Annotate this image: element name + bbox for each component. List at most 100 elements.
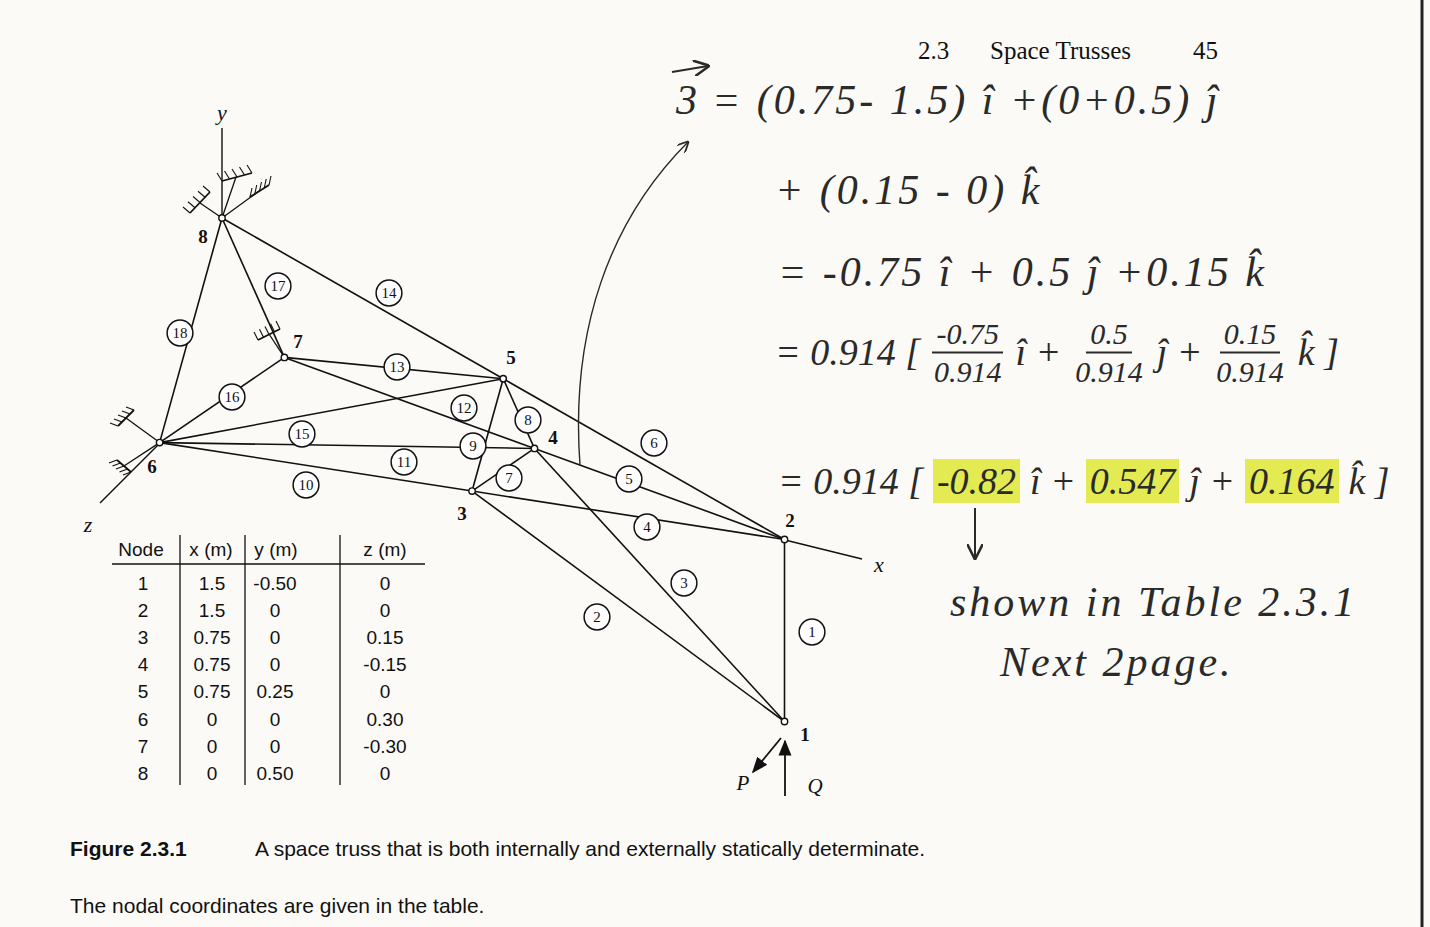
axis-line <box>100 443 160 503</box>
handwritten-note: 0.5 <box>1086 318 1132 354</box>
table-cell: 1 <box>138 574 149 593</box>
member-number: 6 <box>650 436 658 451</box>
member-number: 18 <box>173 326 188 341</box>
table-cell: 0 <box>207 763 218 782</box>
table-cell: 0.75 <box>194 655 231 674</box>
table-cell: 0 <box>380 601 391 620</box>
circle-outline <box>584 604 610 630</box>
table-rule <box>179 535 180 785</box>
member-number-circle: 18 <box>166 319 194 347</box>
table-cell: 0.15 <box>367 628 404 647</box>
table-cell: 0 <box>380 574 391 593</box>
handwritten-note: î + <box>1030 460 1076 502</box>
table-cell: 0.50 <box>257 763 294 782</box>
table-header: z (m) <box>363 540 406 559</box>
vector-arrow <box>672 66 708 72</box>
member-number-circle: 13 <box>383 353 411 381</box>
table-header: x (m) <box>189 540 232 559</box>
support-hatch <box>113 463 121 466</box>
support-hatch <box>240 167 245 175</box>
support-ground <box>190 192 210 213</box>
support-hatch <box>232 169 237 177</box>
member-number-circle: 5 <box>615 465 643 493</box>
truss-member <box>160 218 222 443</box>
member-number-circle: 6 <box>640 429 668 457</box>
handwritten-note: = (0.75- 1.5) î +(0+0.5) ĵ <box>712 79 1220 121</box>
circle-outline <box>634 514 660 540</box>
truss-joint <box>156 439 162 445</box>
table-rule <box>339 535 340 785</box>
truss-member <box>534 448 784 539</box>
member-number-circle: 1 <box>798 618 826 646</box>
member-number-circle: 9 <box>459 432 487 460</box>
truss-member <box>160 357 285 442</box>
running-header: 45 <box>1193 38 1218 63</box>
figure-caption: A space truss that is both internally an… <box>255 838 925 859</box>
member-number-circle: 8 <box>514 406 542 434</box>
truss-member <box>160 379 504 443</box>
member-number: 16 <box>225 390 240 405</box>
circle-outline <box>167 320 193 346</box>
truss-joint <box>531 445 537 451</box>
support-hatch <box>116 466 124 469</box>
truss-member <box>784 540 786 722</box>
axis-label: z <box>84 514 93 536</box>
support-hatch <box>269 176 271 185</box>
truss-member <box>503 379 784 540</box>
support-hatch <box>188 202 195 208</box>
handwritten-note: Next 2page. <box>1000 641 1234 683</box>
support-hatch <box>110 423 118 426</box>
member-number-circle: 10 <box>292 471 320 499</box>
member-number: 5 <box>625 472 633 487</box>
load-arrow <box>784 741 786 796</box>
table-cell: 0 <box>207 709 218 728</box>
table-cell: 0 <box>270 601 281 620</box>
member-number-circle: 17 <box>264 272 292 300</box>
handwritten-note: = -0.75 î + 0.5 ĵ +0.15 k̂ <box>778 251 1267 293</box>
circle-outline <box>460 433 486 459</box>
member-number: 12 <box>457 401 472 416</box>
handwritten-note: k̂ ] <box>1349 460 1390 502</box>
table-cell: 0 <box>380 763 391 782</box>
truss-member <box>472 491 784 539</box>
member-number-circle: 15 <box>288 420 316 448</box>
table-cell: 1.5 <box>199 601 225 620</box>
joint-number: 7 <box>293 332 303 351</box>
member-number-circle: 12 <box>450 394 478 422</box>
running-header: 2.3 <box>918 38 949 63</box>
support-hatch <box>264 179 266 188</box>
member-number-circle: 14 <box>375 279 403 307</box>
table-cell: 0 <box>207 736 218 755</box>
handwritten-note: k̂ ] <box>1298 330 1339 372</box>
handwritten-note: ĵ + <box>1157 330 1203 372</box>
support-hatch <box>250 188 252 197</box>
support-hatch <box>254 332 258 340</box>
support-hatch <box>247 165 252 173</box>
handwritten-note: 0.164 <box>1245 459 1339 503</box>
support-hatch <box>217 173 222 181</box>
support-hatch <box>260 329 264 337</box>
table-cell: -0.50 <box>253 574 296 593</box>
handwritten-note: -0.75 <box>932 318 1003 354</box>
support-hatch <box>118 415 126 418</box>
handwritten-note: 0.914 <box>930 355 1006 387</box>
load-label: P <box>737 773 750 794</box>
support-hatch <box>255 185 257 194</box>
table-cell: 7 <box>138 736 149 755</box>
support-hatch <box>198 191 205 197</box>
table-rule <box>244 535 245 785</box>
table-cell: 0 <box>270 736 281 755</box>
support-ground <box>117 460 131 472</box>
figure-number: Figure 2.3.1 <box>70 838 187 859</box>
member-number: 15 <box>295 427 310 442</box>
support-hatch <box>120 469 128 472</box>
table-cell: 8 <box>138 763 149 782</box>
circle-outline <box>289 421 315 447</box>
handwritten-note: 0.914 <box>1212 355 1288 387</box>
circle-outline <box>616 466 642 492</box>
member-number: 4 <box>643 520 651 535</box>
support-link <box>126 418 160 443</box>
table-cell: 0 <box>380 682 391 701</box>
table-cell: -0.15 <box>363 655 406 674</box>
handwritten-note: -0.82 <box>933 459 1020 503</box>
